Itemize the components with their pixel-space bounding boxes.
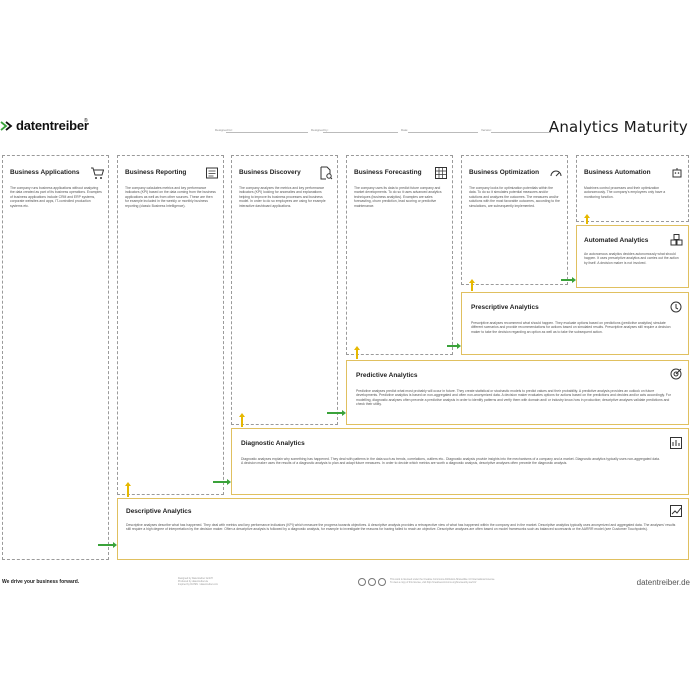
column-description: The company analyzes the metrics and key… [239,186,326,208]
designed-by-field[interactable] [323,132,398,133]
arrow-to-diagnostic [213,481,228,483]
pointer-icon [670,301,682,313]
chart-icon [670,505,682,517]
prescriptive-frame [461,292,689,355]
designed-by-label: Designed by: [311,128,329,132]
arrow-head [342,410,346,416]
arrow-to-prescriptive [447,345,458,347]
column-title: Business Applications [10,169,80,176]
cubes-icon [670,234,683,246]
version-label: Version: [481,128,492,132]
column-business-automation: Business Automation Machines control pro… [576,155,689,222]
arrow-head [469,279,475,283]
credit-line: Designed by Datentreiber GmbH [178,577,213,580]
column-title: Business Discovery [239,169,301,176]
column-description: Machines control processes and their opt… [584,186,666,199]
stage-description: Diagnostic analyses explain why somethin… [241,457,660,466]
stage-title: Predictive Analytics [356,372,418,379]
cart-icon [91,167,104,179]
license-line[interactable]: To view a copy of this license, visit ht… [390,581,477,584]
report-icon [206,167,218,179]
stage-description: Predictive analyses predict what most pr… [356,389,671,407]
stage-description: Prescriptive analyses recommend what sho… [471,321,671,334]
sa-icon [378,578,386,586]
page-title: Analytics Maturity [548,118,688,136]
column-business-forecasting: Business Forecasting The company uses it… [346,155,453,355]
stage-description: An autonomous analytics decides autonomo… [584,252,679,265]
arrow-head [572,277,576,283]
arrow-up-predictive [356,349,358,359]
stage-title: Descriptive Analytics [126,508,192,515]
arrow-up-diagnostic [241,416,243,427]
brand-logo: datentreiber [16,118,89,133]
stage-title: Automated Analytics [584,237,649,244]
designed-for-field[interactable] [226,132,308,133]
robot-icon [672,168,682,178]
credit-line: Produced by datentreiber.de [178,580,209,583]
column-title: Business Automation [584,169,651,176]
column-business-applications: Business Applications The company runs b… [2,155,109,560]
stage-diagnostic-analytics: Diagnostic Analytics Diagnostic analyses… [231,428,689,495]
cc-icon [358,578,366,586]
predictive-frame [346,360,689,425]
arrow-to-automated [561,279,573,281]
arrow-to-predictive [327,412,343,414]
column-description: The company calculates metrics and key p… [125,186,216,208]
column-business-reporting: Business Reporting The company calculate… [117,155,224,495]
stage-prescriptive-analytics: Prescriptive Analytics Prescriptive anal… [461,292,689,355]
credits: Designed by Datentreiber GmbH Produced b… [178,577,218,586]
date-field[interactable] [408,132,478,133]
version-field[interactable] [491,132,551,133]
arrow-up-prescriptive [471,282,473,291]
diagnostic-frame [231,428,689,495]
stage-descriptive-analytics: Descriptive Analytics Descriptive analys… [117,498,689,560]
datentreiber-logo-icon [0,121,13,131]
date-label: Date: [401,128,409,132]
column-business-discovery: Business Discovery The company analyzes … [231,155,338,425]
arrow-to-descriptive [98,544,114,546]
column-business-optimization: Business Optimization The company looks … [461,155,568,285]
automated-frame [576,225,689,288]
arrow-head [584,214,590,218]
arrow-up-descriptive [127,485,129,497]
column-title: Business Optimization [469,169,540,176]
tagline: We drive your business forward. [2,579,80,585]
arrow-head [113,542,117,548]
stage-description: Descriptive analyses describe what has h… [126,523,676,532]
registered-mark: ® [84,118,88,124]
stage-title: Prescriptive Analytics [471,304,539,311]
arrow-head [239,413,245,417]
column-description: The company looks for optimization poten… [469,186,560,208]
arrow-up-automated [586,217,588,224]
arrow-head [354,346,360,350]
designed-for-label: Designed for: [215,128,233,132]
column-description: The company uses its data to predict fut… [354,186,442,208]
diagnose-icon [670,437,682,449]
license-line: This work is licensed under the Creative… [390,578,495,581]
target-icon [670,368,682,380]
column-title: Business Reporting [125,169,187,176]
arrow-head [125,482,131,486]
license-text: This work is licensed under the Creative… [390,578,560,584]
gauge-icon [550,170,562,177]
forecast-icon [435,167,447,179]
magnify-doc-icon [320,166,333,180]
credit-line: Inspired by DATEV / datentreiber.com [178,583,218,586]
column-description: The company runs business applications w… [10,186,102,208]
column-title: Business Forecasting [354,169,422,176]
arrow-head [227,479,231,485]
stage-title: Diagnostic Analytics [241,440,305,447]
by-icon [368,578,376,586]
arrow-head [457,343,461,349]
brand-url[interactable]: datentreiber.de [636,578,690,587]
